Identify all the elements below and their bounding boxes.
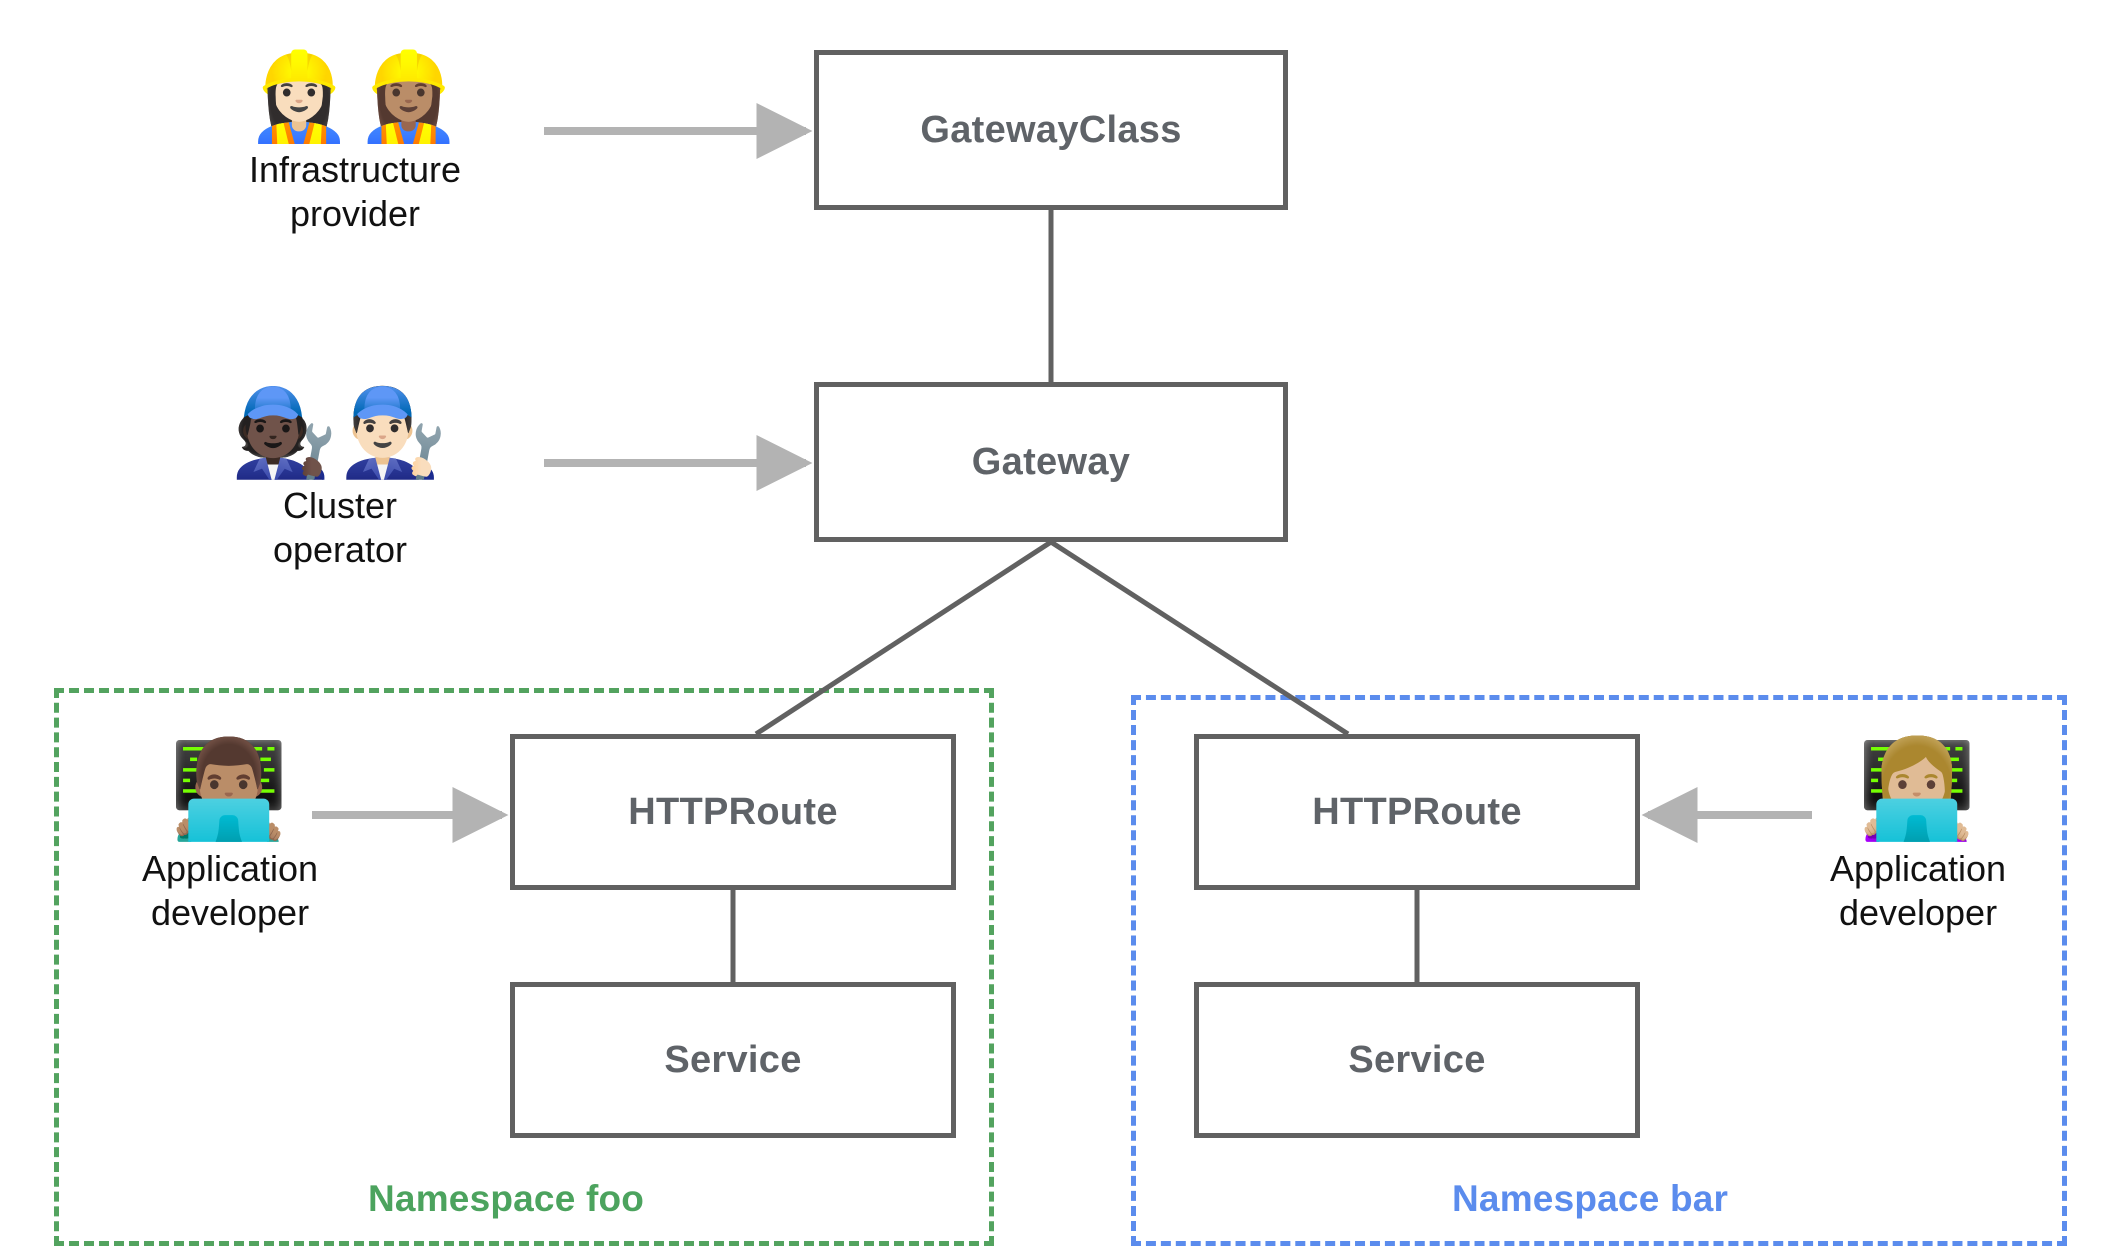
node-service-bar-label: Service xyxy=(1348,1038,1486,1081)
persona-application-developer-foo: 👨🏽‍💻 Application developer xyxy=(80,736,380,935)
node-httproute-foo[interactable]: HTTPRoute xyxy=(510,734,956,890)
node-gateway[interactable]: Gateway xyxy=(814,382,1288,542)
node-httproute-bar-label: HTTPRoute xyxy=(1312,790,1522,833)
persona-application-developer-bar: 👩🏼‍💻 Application developer xyxy=(1768,736,2068,935)
persona-cluster-operator: 🧑🏿‍🔧👨🏻‍🔧 Cluster operator xyxy=(185,388,495,572)
namespace-bar-container xyxy=(1131,695,2067,1246)
node-service-foo[interactable]: Service xyxy=(510,982,956,1138)
edge-gateway-httproute-foo xyxy=(754,539,1053,737)
persona-infrastructure-provider: 👷🏻‍♀️👷🏽‍♀️ Infrastructure provider xyxy=(200,52,510,236)
node-httproute-foo-label: HTTPRoute xyxy=(628,790,838,833)
persona-infrastructure-provider-label: Infrastructure provider xyxy=(248,149,462,235)
namespace-bar-label: Namespace bar xyxy=(1452,1178,1729,1219)
node-gateway-label: Gateway xyxy=(971,440,1131,483)
node-service-bar[interactable]: Service xyxy=(1194,982,1640,1138)
persona-application-developer-bar-label: Application developer xyxy=(1829,847,2007,933)
node-gatewayclass[interactable]: GatewayClass xyxy=(814,50,1288,210)
node-service-foo-label: Service xyxy=(664,1038,802,1081)
node-httproute-bar[interactable]: HTTPRoute xyxy=(1194,734,1640,890)
technologist-icon: 👩🏼‍💻 xyxy=(1857,736,1979,843)
node-gatewayclass-label: GatewayClass xyxy=(920,108,1182,151)
persona-cluster-operator-label: Cluster operator xyxy=(272,485,408,571)
construction-worker-icon: 👷🏻‍♀️👷🏽‍♀️ xyxy=(245,49,465,145)
edge-gateway-httproute-bar xyxy=(1049,539,1350,737)
namespace-foo-container xyxy=(54,688,994,1246)
namespace-foo-label: Namespace foo xyxy=(368,1178,645,1219)
technologist-icon: 👨🏽‍💻 xyxy=(169,736,291,843)
persona-application-developer-foo-label: Application developer xyxy=(141,847,319,933)
mechanic-icon: 🧑🏿‍🔧👨🏻‍🔧 xyxy=(230,385,450,481)
